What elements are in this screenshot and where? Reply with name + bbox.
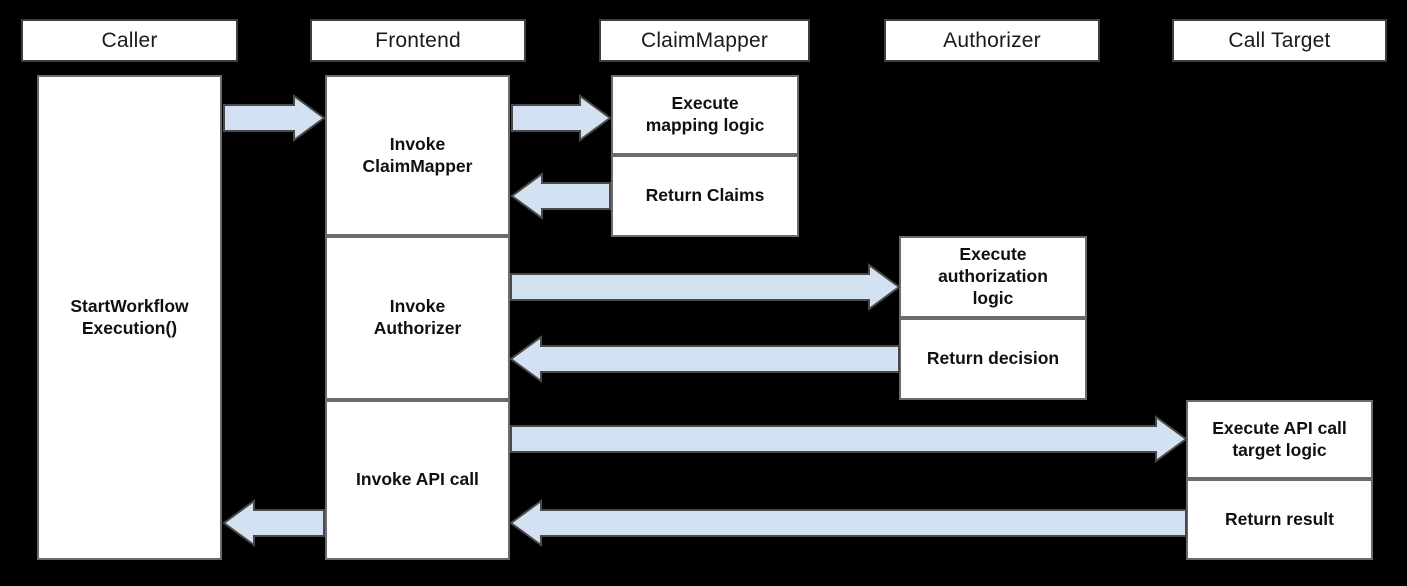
- activation-label: Invoke API call: [356, 469, 479, 490]
- lane-header-label: Frontend: [375, 28, 461, 52]
- lane-header-label: Authorizer: [943, 28, 1041, 52]
- activation-frontend-api: Invoke API call: [325, 400, 510, 560]
- msg-frontend-to-authorizer: [510, 263, 901, 311]
- activation-label: Return decision: [926, 348, 1060, 369]
- msg-caller-to-frontend: [223, 94, 326, 142]
- msg-claimmapper-to-frontend: [510, 172, 611, 220]
- lane-header-label: Call Target: [1228, 28, 1331, 52]
- activation-claim-return: Return Claims: [611, 155, 799, 237]
- msg-calltarget-to-frontend: [509, 499, 1187, 547]
- lane-header-label: ClaimMapper: [640, 28, 769, 52]
- lane-header-claimmapper: ClaimMapper: [599, 19, 810, 62]
- msg-authorizer-to-frontend: [509, 335, 900, 383]
- activation-authz-return: Return decision: [899, 318, 1087, 400]
- lane-header-calltarget: Call Target: [1172, 19, 1387, 62]
- lane-header-label: Caller: [101, 28, 158, 52]
- lane-header-caller: Caller: [21, 19, 238, 62]
- activation-label: Return Claims: [645, 185, 765, 206]
- activation-label: Return result: [1225, 508, 1334, 529]
- lane-header-frontend: Frontend: [310, 19, 526, 62]
- msg-frontend-to-caller: [222, 499, 325, 547]
- activation-target-return: Return result: [1186, 479, 1373, 560]
- msg-frontend-to-claimmapper: [511, 94, 612, 142]
- lane-header-authorizer: Authorizer: [884, 19, 1100, 62]
- msg-frontend-to-calltarget: [510, 415, 1188, 463]
